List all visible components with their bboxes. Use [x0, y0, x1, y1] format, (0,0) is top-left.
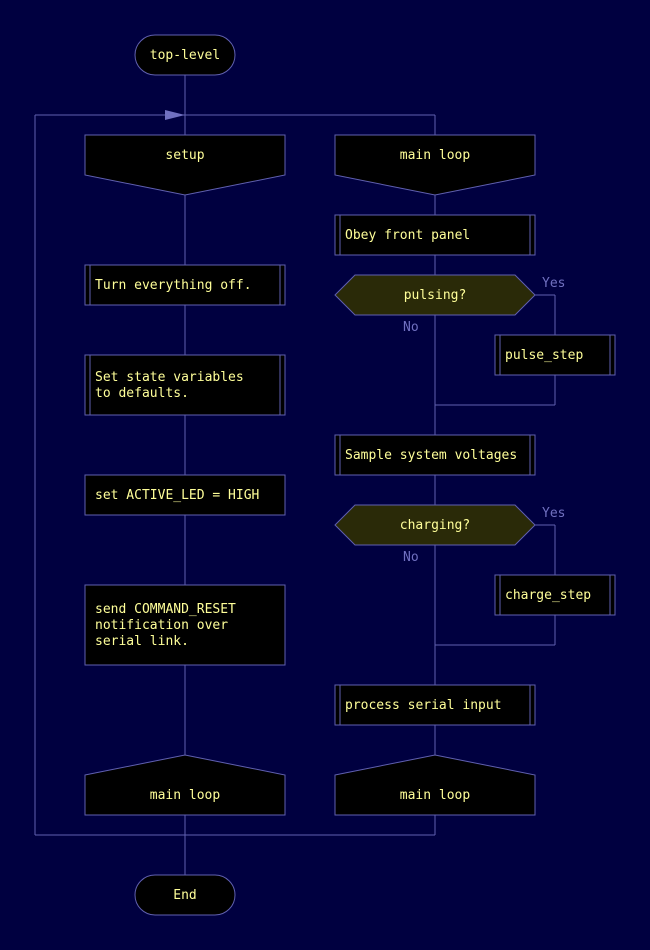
setup-footer: main loop	[84, 754, 286, 816]
start-terminal: top-level	[134, 34, 236, 76]
setup-step-4-line-3: serial link.	[95, 634, 189, 649]
main-loop-header: main loop	[334, 134, 536, 196]
setup-step-turn-off: Turn everything off.	[84, 264, 286, 306]
main-loop-footer-label: main loop	[400, 788, 471, 803]
setup-step-3-label: set ACTIVE_LED = HIGH	[95, 488, 259, 503]
end-terminal: End	[134, 874, 236, 916]
setup-header: setup	[84, 134, 286, 196]
end-label: End	[173, 888, 196, 903]
start-label: top-level	[150, 48, 220, 63]
main-step-voltages: Sample system voltages	[334, 434, 536, 476]
main-step-3-label: process serial input	[345, 698, 502, 713]
setup-step-2-line-1: Set state variables	[95, 370, 244, 385]
decision-charging: charging?	[334, 504, 536, 546]
main-loop-header-label: main loop	[400, 148, 471, 163]
subroutine-2-label: charge_step	[505, 588, 591, 603]
decision-2-label: charging?	[400, 518, 470, 533]
setup-step-4-line-2: notification over	[95, 618, 228, 633]
decision-2-no-label: No	[403, 550, 419, 565]
main-step-2-label: Sample system voltages	[345, 448, 517, 463]
main-step-serial: process serial input	[334, 684, 536, 726]
setup-step-1-label: Turn everything off.	[95, 278, 252, 293]
decision-1-no-label: No	[403, 320, 419, 335]
decision-2-yes-label: Yes	[542, 506, 565, 521]
subroutine-1-label: pulse_step	[505, 348, 583, 363]
subroutine-pulse-step: pulse_step	[494, 334, 616, 376]
decision-1-yes-label: Yes	[542, 276, 565, 291]
setup-step-reset: send COMMAND_RESET notification over ser…	[84, 584, 286, 666]
main-loop-footer: main loop	[334, 754, 536, 816]
setup-step-led: set ACTIVE_LED = HIGH	[84, 474, 286, 516]
setup-footer-label: main loop	[150, 788, 221, 803]
main-step-front-panel: Obey front panel	[334, 214, 536, 256]
loop-arrow-icon	[165, 110, 185, 120]
decision-1-label: pulsing?	[404, 288, 467, 303]
subroutine-charge-step: charge_step	[494, 574, 616, 616]
setup-step-2-line-2: to defaults.	[95, 386, 189, 401]
connector-lines	[34, 75, 556, 875]
setup-step-4-line-1: send COMMAND_RESET	[95, 602, 236, 617]
main-step-1-label: Obey front panel	[345, 228, 470, 243]
decision-pulsing: pulsing?	[334, 274, 536, 316]
setup-step-defaults: Set state variables to defaults.	[84, 354, 286, 416]
setup-header-label: setup	[165, 148, 204, 163]
